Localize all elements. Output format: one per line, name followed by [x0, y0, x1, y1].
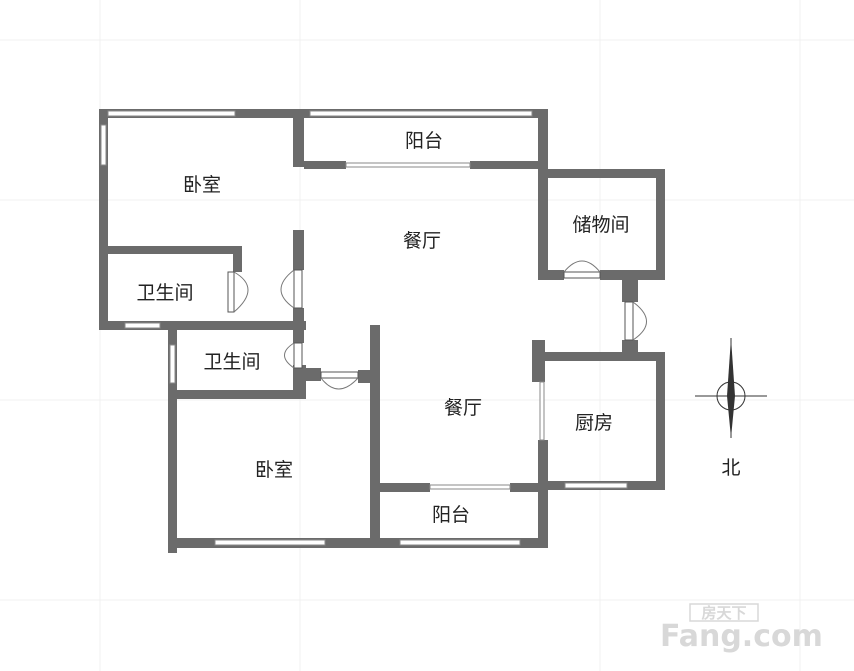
- window-bathroom-1: [124, 322, 161, 329]
- window-bathroom-2: [169, 344, 176, 384]
- room-label-bathroom-1: 卫生间: [136, 282, 193, 304]
- room-label-dining-center: 餐厅: [444, 397, 482, 419]
- sliding-door-kitchen: [539, 381, 545, 441]
- room-label-bathroom-2: 卫生间: [203, 351, 260, 373]
- window-bedroom-bottom: [214, 539, 326, 546]
- doors: [227, 260, 647, 390]
- room-label-balcony-top: 阳台: [405, 130, 443, 152]
- window-kitchen: [564, 482, 628, 489]
- watermark-logo-box: [689, 603, 759, 622]
- window-bedroom-top-side: [100, 124, 107, 166]
- windows: [100, 110, 628, 546]
- room-label-storage: 储物间: [572, 214, 629, 236]
- window-bedroom-top: [107, 110, 236, 117]
- window-balcony-bottom: [399, 539, 521, 546]
- room-label-bedroom-top: 卧室: [183, 174, 221, 196]
- sliding-door-balcony-bottom: [429, 484, 511, 490]
- room-label-dining-top: 餐厅: [403, 230, 441, 252]
- window-balcony-top: [309, 110, 533, 117]
- room-labels: 卧室 阳台 餐厅 储物间 卫生间 卫生间 餐厅 厨房 卧室 阳台: [136, 130, 629, 526]
- room-label-kitchen: 厨房: [575, 412, 613, 434]
- watermark: 房天下 Fang.com: [660, 603, 823, 654]
- north-label: 北: [721, 457, 740, 479]
- north-arrow-icon: [695, 338, 767, 438]
- watermark-cn: 房天下: [701, 604, 746, 622]
- sliding-door-balcony-top: [345, 162, 471, 168]
- room-label-balcony-bottom: 阳台: [432, 504, 470, 526]
- watermark-en: Fang.com: [660, 619, 823, 654]
- room-label-bedroom-bottom: 卧室: [255, 459, 293, 481]
